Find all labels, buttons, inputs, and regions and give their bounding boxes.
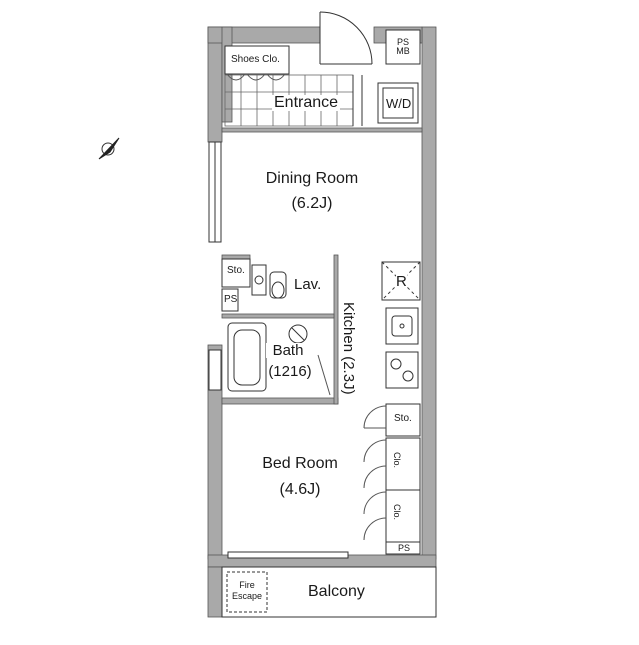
ps-left-box (221, 288, 239, 312)
ps-mb-box (385, 29, 421, 65)
fire-escape-line1: Fire (239, 580, 255, 590)
storage-upper-label: Sto. (227, 265, 245, 276)
ps-mb-line2: MB (396, 46, 410, 56)
shoes-closet-doors (226, 73, 286, 81)
ps-bottom-box (385, 541, 421, 555)
ps-mb-label: PS MB (390, 38, 416, 56)
toilet-icon (269, 271, 287, 299)
north-arrow-icon (98, 137, 120, 160)
closet-1-label: Clo. (392, 452, 402, 469)
bath-size: (1216) (268, 363, 312, 380)
kitchen-name: Kitchen (339, 302, 357, 353)
closet-2-label: Clo. (392, 504, 402, 521)
refrigerator-label: R (396, 273, 407, 290)
fire-escape-line2: Escape (231, 590, 263, 601)
washer-space (377, 82, 419, 124)
storage-lower (385, 403, 421, 437)
entry-door (319, 11, 373, 65)
closet-2 (385, 489, 421, 543)
shoes-closet-label: Shoes Clo. (231, 54, 280, 65)
stove-icon (385, 351, 419, 389)
bed-window (227, 551, 349, 559)
balcony-label: Balcony (308, 583, 365, 600)
bath-label: Bath (266, 343, 310, 358)
storage-upper (221, 258, 251, 288)
entrance-label: Entrance (272, 94, 341, 111)
kitchen-sink-icon (385, 307, 419, 345)
bed-room-label: Bed Room (262, 455, 338, 472)
kitchen-size: (2.3J) (339, 356, 357, 395)
closet-doors (363, 405, 387, 541)
fire-escape-hatch (226, 571, 268, 613)
bath-basin (288, 324, 308, 344)
washer-label: W/D (386, 96, 412, 111)
kitchen-label: Kitchen (2.3J) (338, 302, 357, 395)
balcony-area (221, 566, 437, 618)
bed-room-size: (4.6J) (279, 481, 321, 498)
storage-lower-label: Sto. (394, 413, 412, 424)
shoes-closet (224, 45, 290, 75)
closet-1 (385, 437, 421, 491)
ps-left-label: PS (224, 294, 238, 305)
dining-window (208, 141, 222, 243)
ps-bottom-label: PS (398, 543, 411, 553)
bathtub-icon (227, 322, 267, 392)
ps-mb-line1: PS (396, 37, 409, 47)
lavatory-label: Lav. (294, 276, 322, 293)
fire-escape-label: Fire Escape (228, 580, 266, 602)
wash-basin-icon (251, 264, 267, 296)
dining-room-label: Dining Room (265, 170, 359, 187)
dining-room-size: (6.2J) (291, 195, 333, 212)
